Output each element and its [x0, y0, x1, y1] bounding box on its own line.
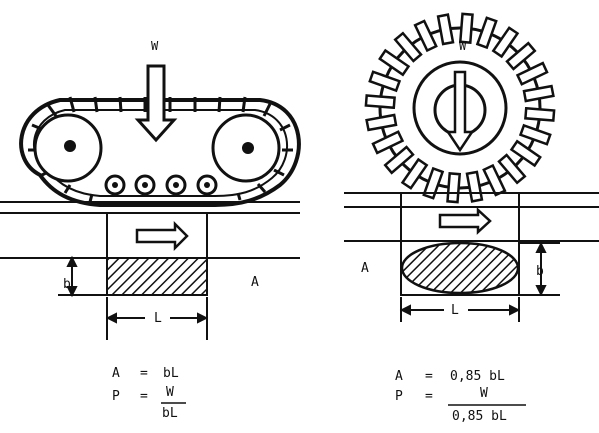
dimension-b-label-right: b — [536, 264, 544, 279]
formula-area-lhs-right: A — [395, 369, 403, 384]
formula-pressure-num-right: W — [480, 386, 488, 401]
tyre-lug — [458, 12, 474, 44]
formula-pressure-num-left: W — [166, 385, 174, 400]
contact-area-left — [106, 257, 208, 296]
tyre-lug — [482, 163, 507, 197]
tyre-lugs — [364, 12, 556, 204]
tyre-lug — [368, 70, 402, 93]
tyre-lug — [505, 41, 537, 71]
tyre-lug — [364, 94, 396, 110]
wheel-assembly — [364, 12, 556, 204]
formula-pressure-eq-left: = — [140, 389, 148, 404]
formula-area-rhs-left: bL — [163, 366, 179, 381]
weight-label-left: W — [151, 39, 159, 53]
contact-area-right — [400, 241, 520, 295]
tyre-lug — [465, 170, 484, 203]
sprocket-wheel-left — [33, 113, 103, 183]
formula-left: A = bL P = W bL — [112, 366, 186, 421]
area-label-left: A — [251, 275, 259, 290]
tyre-lug — [518, 123, 552, 146]
tyre-lug — [413, 19, 438, 53]
formula-area-eq-left: = — [140, 366, 148, 381]
idler-wheel-right — [211, 113, 281, 183]
road-wheels — [104, 174, 218, 196]
dimension-L-label-left: L — [154, 311, 162, 326]
weight-label-right: W — [459, 39, 467, 53]
tyre-lug — [522, 84, 555, 103]
tyre-lug — [491, 26, 520, 59]
dimension-b-label-left: b — [63, 277, 71, 292]
dimension-b-left — [58, 255, 107, 298]
tyre-lug — [509, 139, 542, 168]
formula-pressure-den-left: bL — [162, 406, 178, 421]
dimension-L-right — [399, 297, 521, 322]
dimension-b-right — [519, 241, 560, 297]
formula-pressure-eq-right: = — [425, 389, 433, 404]
tyre-lug — [524, 106, 556, 122]
weight-arrow-right — [445, 70, 475, 153]
tyre-lug — [393, 31, 423, 63]
tyre-lug — [400, 157, 429, 190]
track-assembly — [19, 64, 301, 207]
formula-area-rhs-right: 0,85 bL — [450, 369, 505, 384]
formula-pressure-lhs-right: P — [395, 389, 403, 404]
tyre-lug — [446, 172, 462, 204]
tyre-lug — [497, 153, 527, 185]
area-label-right: A — [361, 261, 369, 276]
formula-right: A = 0,85 bL P = W 0,85 bL — [395, 369, 526, 424]
tyre-lug — [371, 130, 405, 155]
formula-pressure-den-right: 0,85 bL — [452, 409, 507, 424]
dimension-L-label-right: L — [451, 303, 459, 318]
tyre-lug — [475, 16, 498, 50]
dimension-L-left — [105, 297, 209, 340]
formula-area-eq-right: = — [425, 369, 433, 384]
tyre-lug — [436, 13, 455, 46]
tyre-lug — [383, 145, 415, 175]
weight-arrow-left — [134, 64, 178, 143]
track-links — [28, 96, 293, 203]
direction-arrow-left — [135, 220, 189, 252]
track-outer — [19, 98, 301, 207]
tyre-lug — [515, 61, 549, 86]
tyre-lug — [378, 48, 411, 77]
tyre-lug — [365, 113, 398, 132]
direction-arrow-right — [438, 207, 492, 235]
formula-area-lhs-left: A — [112, 366, 120, 381]
tyre-lug — [422, 166, 445, 200]
formula-pressure-lhs-left: P — [112, 389, 120, 404]
